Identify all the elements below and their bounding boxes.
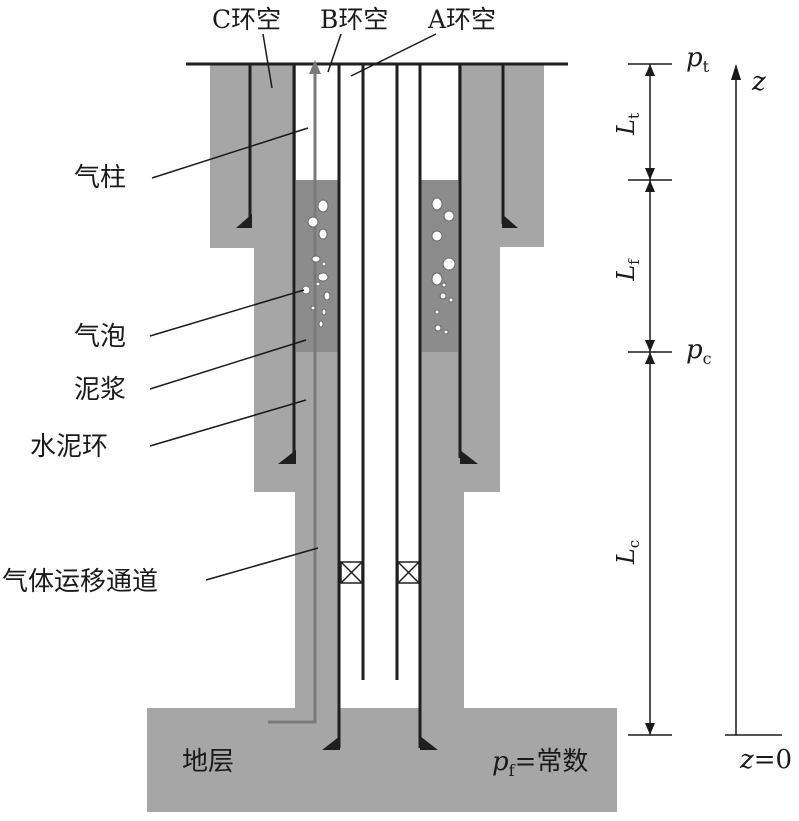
leader-a-annulus: [350, 33, 437, 77]
cement-ring-inner-right: [420, 492, 464, 778]
label-pc: pc: [686, 335, 712, 368]
gas-column-right: [420, 68, 458, 180]
casing-shoe-prod-left: [322, 736, 340, 750]
label-formation: 地层: [182, 747, 234, 777]
cement-ring-inner-right-upper: [420, 352, 464, 492]
label-bubble: 气泡: [74, 322, 126, 352]
label-Lc-group: Lc: [612, 540, 643, 565]
label-Lt-group: Lt: [612, 113, 643, 136]
casing-shoe-prod-right: [420, 736, 438, 750]
cement-ring-inner-left-upper: [295, 352, 339, 492]
label-mud: 泥浆: [74, 375, 126, 405]
label-b-annulus: B环空: [320, 5, 388, 34]
casing-shoe-outer-right: [502, 214, 518, 228]
label-Lf-group: Lf: [612, 258, 643, 282]
leader-gas-channel: [205, 547, 319, 581]
mud-zone-left: [296, 180, 339, 352]
label-formation-pressure: pf=常数: [492, 747, 588, 780]
label-gas-column: 气柱: [74, 163, 126, 193]
label-z-origin: z=0: [739, 745, 792, 775]
casing-shoe-mid-right: [460, 450, 478, 464]
label-z-axis: z: [751, 67, 766, 97]
leader-mud: [149, 339, 307, 390]
svg-text:Lf: Lf: [612, 258, 643, 282]
casing-shoe-mid-left: [278, 450, 296, 464]
gas-migration-channel: [268, 70, 317, 724]
leader-b-annulus: [327, 33, 342, 73]
label-c-annulus: C环空: [212, 5, 281, 34]
gas-migration-arrowhead: [309, 60, 321, 74]
label-gas-migration-channel: 气体运移通道: [2, 567, 158, 597]
bubbles-right: [431, 197, 456, 335]
cement-ring-mid-left: [254, 180, 296, 492]
label-pt: pt: [686, 43, 710, 76]
gas-column-left: [296, 68, 339, 180]
z-axis-arrowhead: [731, 64, 741, 80]
label-a-annulus: A环空: [427, 5, 496, 34]
dimension-arrows: [645, 64, 655, 735]
leader-bubble: [149, 289, 305, 337]
dimension-lines: [628, 63, 782, 736]
cement-ring-mid-right: [458, 180, 500, 492]
leader-gas-column: [151, 127, 309, 179]
svg-text:Lt: Lt: [612, 113, 643, 136]
cement-ring-inner-left: [295, 492, 339, 778]
formation-block: [147, 708, 617, 812]
label-cement-ring: 水泥环: [30, 432, 108, 462]
svg-text:Lc: Lc: [612, 540, 643, 565]
leader-cement-ring: [149, 399, 307, 447]
packer-left: [340, 561, 363, 584]
leader-c-annulus: [262, 33, 273, 89]
bubbles-left: [301, 199, 331, 328]
packer-right: [397, 561, 420, 584]
casing-shoe-outer-left: [236, 214, 252, 228]
